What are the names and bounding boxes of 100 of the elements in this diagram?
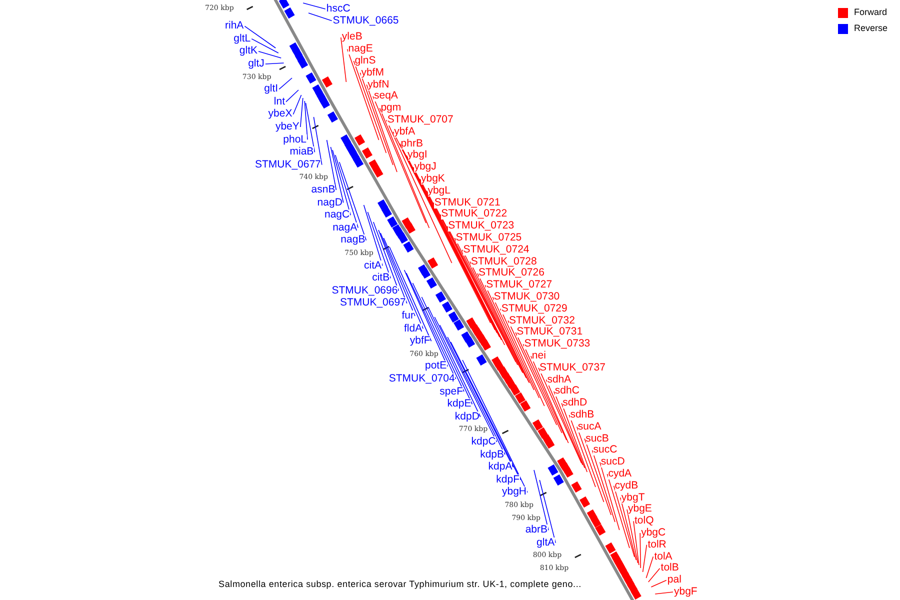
leader-line bbox=[305, 102, 316, 153]
leader-line bbox=[613, 485, 635, 558]
gene-label: cydB bbox=[614, 480, 638, 492]
leader-line bbox=[367, 212, 391, 279]
leader-line bbox=[539, 480, 556, 544]
gene-label: ybgF bbox=[674, 586, 698, 598]
gene-label: sdhD bbox=[562, 398, 588, 409]
leader-line bbox=[399, 143, 496, 330]
leader-line bbox=[606, 474, 630, 548]
leader-line bbox=[300, 98, 304, 128]
gene-label: sdhB bbox=[570, 410, 594, 420]
gene-label: ybgI bbox=[408, 150, 428, 161]
leader-line bbox=[372, 96, 426, 224]
gene-label: pgm bbox=[380, 102, 402, 114]
gene-label: STMUK_0697 bbox=[340, 298, 406, 309]
leader-line bbox=[477, 273, 530, 384]
gene-label: tolA bbox=[654, 551, 672, 562]
gene-label: sdhC bbox=[554, 386, 580, 397]
leader-line bbox=[462, 249, 527, 378]
leader-line bbox=[446, 226, 523, 372]
legend-label: Reverse bbox=[854, 23, 888, 34]
leader-line bbox=[360, 72, 394, 166]
leader-line bbox=[334, 154, 358, 228]
leader-line bbox=[470, 261, 530, 382]
leader-line bbox=[492, 296, 540, 398]
gene-label: nagA bbox=[332, 222, 358, 234]
gene-label: seqA bbox=[374, 90, 398, 102]
leader-line bbox=[508, 320, 558, 426]
leader-line bbox=[522, 344, 567, 440]
gene-label: fldA bbox=[404, 323, 422, 334]
gene-label: STMUK_0724 bbox=[463, 244, 530, 256]
gene-label: STMUK_0733 bbox=[524, 338, 590, 350]
leader-line bbox=[515, 332, 562, 434]
gene-label: ybfN bbox=[368, 79, 390, 90]
gene-label: sucC bbox=[593, 444, 618, 456]
gene-label: STMUK_0677 bbox=[254, 159, 321, 170]
leader-line bbox=[633, 520, 640, 566]
leader-line bbox=[439, 324, 506, 455]
gene-label: ybgL bbox=[428, 185, 450, 196]
leader-line bbox=[484, 284, 534, 390]
leader-line bbox=[434, 316, 498, 442]
leader-line bbox=[346, 48, 380, 140]
leader-line bbox=[462, 360, 528, 493]
gene-label: STMUK_0696 bbox=[332, 285, 398, 296]
gene-label: ybeY bbox=[275, 122, 300, 132]
leader-line bbox=[404, 270, 448, 367]
leader-line bbox=[412, 282, 464, 392]
leader-line bbox=[450, 342, 521, 480]
gene-label: citA bbox=[364, 260, 382, 272]
leader-line bbox=[546, 379, 584, 466]
leader-line bbox=[592, 450, 616, 522]
leader-line bbox=[308, 12, 332, 22]
leader-line bbox=[244, 26, 276, 48]
leader-line bbox=[433, 202, 516, 362]
gene-label: nagE bbox=[348, 44, 373, 55]
gene-label: miaB bbox=[290, 146, 314, 158]
gene-label: kdpD bbox=[454, 411, 480, 422]
leader-line bbox=[421, 296, 473, 405]
gene-label: kdpF bbox=[496, 474, 520, 486]
gene-label: nagD bbox=[317, 197, 342, 208]
leader-line bbox=[650, 580, 667, 588]
gene-label: sucD bbox=[600, 456, 625, 468]
leader-line bbox=[332, 150, 351, 216]
gene-label: STMUK_0704 bbox=[388, 374, 455, 384]
gene-label: ybfM bbox=[361, 67, 384, 78]
gene-label: ybgH bbox=[502, 486, 526, 498]
gene-label: STMUK_0727 bbox=[486, 280, 552, 291]
leader-line bbox=[251, 38, 279, 54]
gene-label: gltA bbox=[536, 537, 555, 548]
gene-label: tolB bbox=[660, 562, 679, 574]
gene-label: sdhA bbox=[547, 374, 572, 386]
gene-label: STMUK_0725 bbox=[456, 232, 522, 244]
gene-label: kdpA bbox=[488, 462, 512, 473]
gene-label: gltI bbox=[264, 84, 278, 95]
leader-line bbox=[326, 140, 337, 190]
leader-line bbox=[440, 214, 518, 366]
leader-line bbox=[338, 162, 367, 241]
leader-line bbox=[386, 120, 452, 264]
leader-line bbox=[626, 509, 638, 564]
leader-line bbox=[383, 238, 424, 329]
leader-line bbox=[313, 116, 322, 166]
leader-line bbox=[340, 37, 347, 82]
leader-line bbox=[654, 592, 674, 594]
gene-label: hscC bbox=[326, 4, 350, 14]
gene-label: nagB bbox=[340, 234, 366, 246]
leader-line bbox=[646, 556, 654, 578]
leader-line bbox=[576, 426, 604, 502]
gene-label: STMUK_0707 bbox=[387, 114, 454, 126]
leader-line bbox=[530, 356, 569, 444]
leader-line bbox=[392, 131, 491, 324]
leader-line bbox=[353, 60, 387, 154]
gene-label: STMUK_0732 bbox=[509, 315, 575, 326]
gene-label: STMUK_0665 bbox=[332, 15, 399, 26]
leader-line bbox=[406, 155, 498, 334]
gene-label: ybfA bbox=[394, 126, 416, 138]
leader-line bbox=[406, 272, 456, 380]
gene-label: pal bbox=[667, 574, 682, 586]
legend-label: Forward bbox=[854, 7, 888, 18]
leader-line bbox=[428, 306, 481, 418]
leader-line bbox=[642, 544, 648, 572]
